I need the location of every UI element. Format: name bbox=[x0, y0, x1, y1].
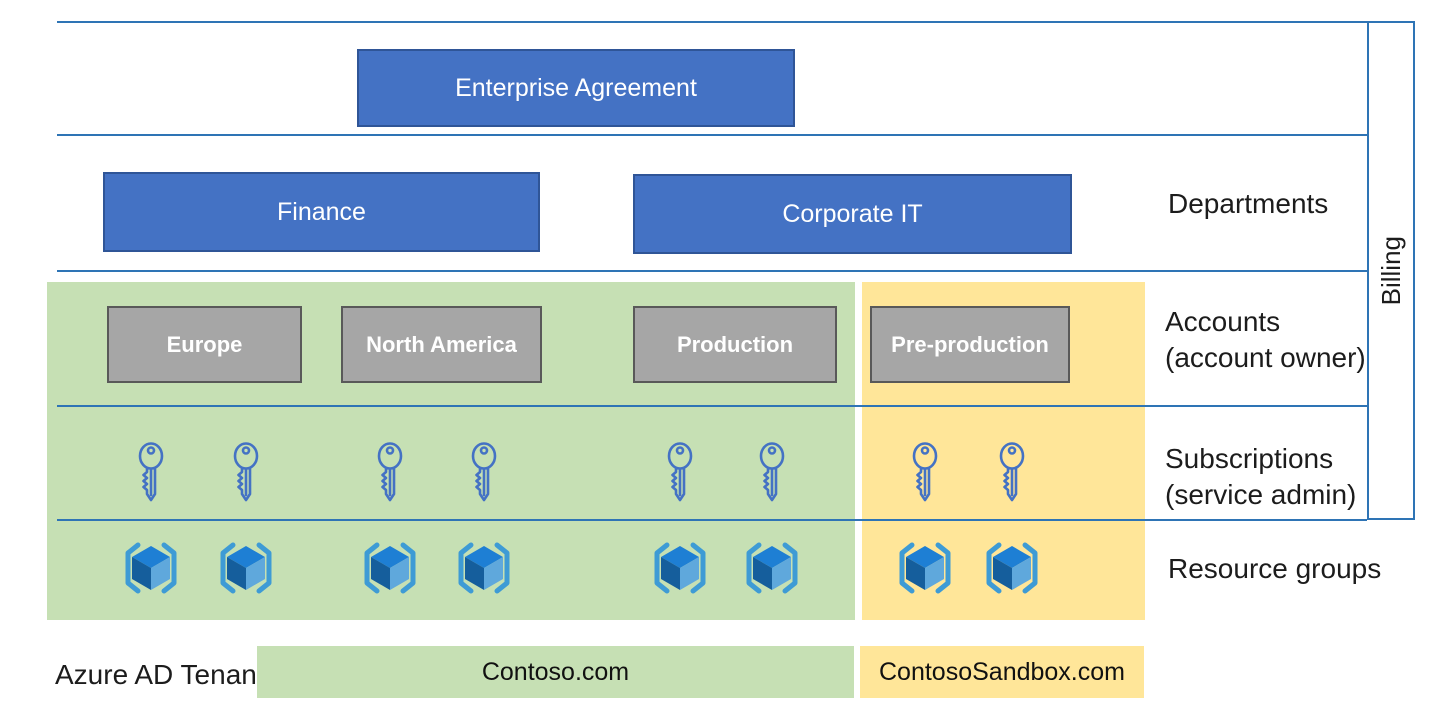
department-box-corporate-it: Corporate IT bbox=[633, 174, 1072, 254]
resource-group-cube-icon bbox=[220, 542, 272, 594]
resource-group bbox=[454, 540, 514, 596]
resource-group bbox=[360, 540, 420, 596]
key-icon bbox=[667, 442, 693, 502]
subscriptions-row-label-line1: Subscriptions bbox=[1165, 443, 1334, 474]
enterprise-agreement-label: Enterprise Agreement bbox=[455, 73, 697, 102]
europe-label: Europe bbox=[166, 331, 243, 357]
corporate-it-label: Corporate IT bbox=[782, 199, 923, 228]
account-box-north-america: North America bbox=[341, 306, 542, 383]
subscription-key bbox=[754, 442, 790, 506]
row-divider-accounts bbox=[57, 270, 1367, 272]
resource-group-cube-icon bbox=[364, 542, 416, 594]
resource-group-cube-icon bbox=[654, 542, 706, 594]
resource-group bbox=[650, 540, 710, 596]
departments-row-label: Departments bbox=[1168, 188, 1329, 219]
account-box-europe: Europe bbox=[107, 306, 302, 383]
key-icon bbox=[233, 442, 259, 502]
resource-group bbox=[121, 540, 181, 596]
subscription-key bbox=[372, 442, 408, 506]
account-box-pre-production: Pre-production bbox=[870, 306, 1070, 383]
row-divider-resource-groups bbox=[57, 519, 1367, 521]
row-divider-subscriptions bbox=[57, 405, 1367, 407]
subscription-key bbox=[466, 442, 502, 506]
key-icon bbox=[912, 442, 938, 502]
pre-production-label: Pre-production bbox=[891, 331, 1049, 357]
enterprise-agreement-box: Enterprise Agreement bbox=[357, 49, 795, 127]
subscription-key bbox=[133, 442, 169, 506]
subscription-key bbox=[907, 442, 943, 506]
production-label: Production bbox=[676, 331, 794, 357]
tenant-bar-contoso-sandbox: ContosoSandbox.com bbox=[860, 646, 1144, 698]
resource-group-cube-icon bbox=[986, 542, 1038, 594]
subscription-key bbox=[994, 442, 1030, 506]
key-icon bbox=[138, 442, 164, 502]
department-box-finance: Finance bbox=[103, 172, 540, 252]
key-icon bbox=[377, 442, 403, 502]
billing-column: Billing bbox=[1367, 21, 1415, 520]
resource-group bbox=[216, 540, 276, 596]
accounts-row-label-line2: (account owner) bbox=[1165, 342, 1366, 373]
accounts-row-label-line1: Accounts bbox=[1165, 306, 1281, 337]
resource-group-cube-icon bbox=[125, 542, 177, 594]
account-box-production: Production bbox=[633, 306, 837, 383]
subscriptions-row-label-line2: (service admin) bbox=[1165, 479, 1357, 510]
tenant-bar-contoso: Contoso.com bbox=[257, 646, 854, 698]
row-divider-departments bbox=[57, 134, 1367, 136]
subscription-key bbox=[228, 442, 264, 506]
north-america-label: North America bbox=[366, 331, 517, 357]
key-icon bbox=[471, 442, 497, 502]
key-icon bbox=[759, 442, 785, 502]
resource-group-cube-icon bbox=[899, 542, 951, 594]
resource-group-cube-icon bbox=[458, 542, 510, 594]
accounts-row-label: Accounts (account owner) bbox=[1165, 304, 1366, 376]
resource-groups-row-label: Resource groups bbox=[1168, 553, 1382, 584]
row-divider-top bbox=[57, 21, 1367, 23]
subscriptions-row-label: Subscriptions (service admin) bbox=[1165, 441, 1356, 513]
finance-label: Finance bbox=[277, 197, 366, 226]
resource-group bbox=[982, 540, 1042, 596]
resource-group-cube-icon bbox=[746, 542, 798, 594]
subscription-key bbox=[662, 442, 698, 506]
resource-group bbox=[895, 540, 955, 596]
contoso-sandbox-tenant-label: ContosoSandbox.com bbox=[879, 657, 1125, 686]
billing-label: Billing bbox=[1375, 235, 1406, 306]
resource-group bbox=[742, 540, 802, 596]
key-icon bbox=[999, 442, 1025, 502]
contoso-tenant-label: Contoso.com bbox=[481, 657, 630, 686]
tenants-row-label: Azure AD Tenants bbox=[55, 659, 279, 690]
